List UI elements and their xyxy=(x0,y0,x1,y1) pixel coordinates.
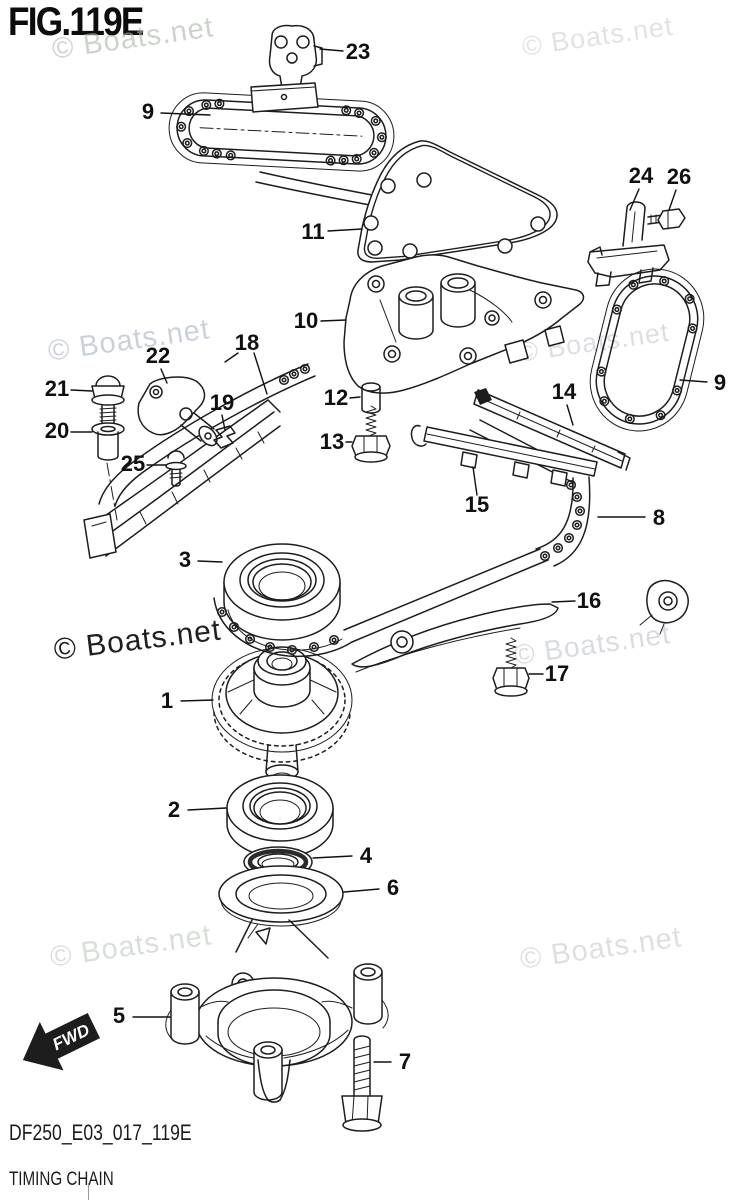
callout-15: 15 xyxy=(465,492,489,517)
callout-leader-line xyxy=(551,600,576,603)
callout-16: 16 xyxy=(577,588,601,613)
callout-4: 4 xyxy=(360,843,373,868)
callout-10: 10 xyxy=(294,308,318,333)
part-1-gear xyxy=(211,646,353,784)
callout-leader-line xyxy=(679,379,708,383)
callout-22: 22 xyxy=(146,343,170,368)
part-2-bearing xyxy=(226,774,334,858)
part-18-chain-guide xyxy=(83,399,281,559)
part-13-bolt xyxy=(351,405,391,463)
callout-leader-line xyxy=(70,389,93,392)
part-7-bolt xyxy=(341,1035,383,1132)
callout-19: 19 xyxy=(210,390,234,415)
callout-7: 7 xyxy=(399,1049,411,1074)
callout-leader-line xyxy=(160,368,168,384)
callout-leader-line xyxy=(160,112,211,116)
callout-14: 14 xyxy=(552,379,577,404)
part-10-oil-pump xyxy=(343,254,585,394)
callout-25: 25 xyxy=(121,451,145,476)
callout-17: 17 xyxy=(545,661,569,686)
callout-leader-line xyxy=(327,228,363,232)
callout-12: 12 xyxy=(324,385,348,410)
callout-8: 8 xyxy=(653,505,665,530)
callout-24: 24 xyxy=(629,163,654,188)
part-17-bolt xyxy=(492,637,530,697)
timing-chain-wrap xyxy=(213,597,353,658)
part-20-bushing xyxy=(91,422,125,521)
part-12-pin xyxy=(361,382,381,414)
callout-leader-line xyxy=(349,396,361,399)
part-3-bearing xyxy=(223,543,341,641)
drawing-caption: TIMING CHAIN xyxy=(9,1169,114,1190)
callout-20: 20 xyxy=(45,418,69,443)
callout-leader-line xyxy=(319,48,344,52)
callout-18: 18 xyxy=(235,330,259,355)
part-25-bolt xyxy=(165,450,187,487)
callout-26: 26 xyxy=(667,164,691,189)
callout-9: 9 xyxy=(142,99,154,124)
part-16-guide-lever xyxy=(351,579,689,673)
callout-leader-line xyxy=(197,560,223,563)
figure-number: FIG.119E xyxy=(8,0,144,44)
fwd-arrow: FWD xyxy=(22,1012,101,1071)
callout-leader-line xyxy=(312,855,353,859)
callout-6: 6 xyxy=(387,875,399,900)
part-9-chain-top xyxy=(168,92,395,172)
callout-23: 23 xyxy=(346,39,370,64)
callout-leader-line xyxy=(320,319,347,322)
callout-9: 9 xyxy=(714,370,726,395)
callout-5: 5 xyxy=(113,1003,125,1028)
part-15-guide-rail xyxy=(410,424,598,487)
callout-21: 21 xyxy=(45,376,69,401)
part-26-bolt xyxy=(647,208,686,230)
callout-2: 2 xyxy=(168,797,180,822)
callout-leader-line xyxy=(224,352,239,363)
callout-leader-line xyxy=(180,699,214,702)
callout-leader-line xyxy=(566,404,574,426)
callout-leader-line xyxy=(187,807,227,811)
part-19-clip xyxy=(213,425,236,449)
part-24-bracket xyxy=(587,201,670,287)
part-14-guide-rail xyxy=(473,388,631,471)
callout-1: 1 xyxy=(161,688,173,713)
callout-leader-line xyxy=(472,466,478,496)
callout-11: 11 xyxy=(301,219,324,244)
part-5-mount-bracket xyxy=(165,919,389,1103)
part-22-tensioner xyxy=(137,376,218,447)
callout-leader-line xyxy=(343,888,380,893)
timing-chain-lower-run xyxy=(343,548,549,643)
callout-13: 13 xyxy=(320,429,344,454)
part-11-gasket xyxy=(357,140,558,263)
callout-leader-line xyxy=(253,352,268,395)
callout-3: 3 xyxy=(179,547,191,572)
part-23-tensioner-pad xyxy=(250,24,323,113)
caption-divider xyxy=(88,1183,89,1200)
callout-leader-line xyxy=(668,189,677,211)
part-8-timing-chain-elbow xyxy=(535,476,591,567)
callout-leader-line xyxy=(629,188,640,211)
callout-leader-line xyxy=(221,414,226,431)
drawing-code: DF250_E03_017_119E xyxy=(9,1120,192,1145)
part-9-chain-right xyxy=(589,268,705,432)
part-6-ring-plate xyxy=(218,865,344,927)
